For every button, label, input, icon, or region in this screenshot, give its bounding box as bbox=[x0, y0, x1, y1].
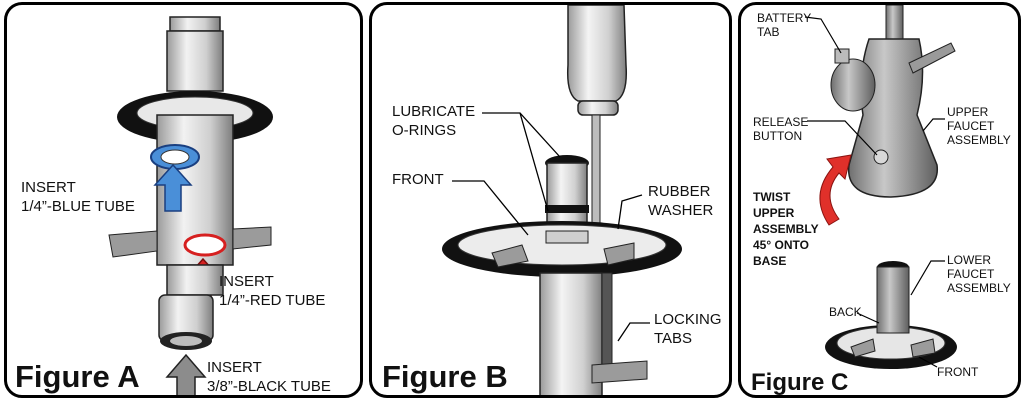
figure-b-title: Figure B bbox=[382, 359, 508, 394]
battery-leader bbox=[804, 16, 842, 54]
o-ring-lower bbox=[545, 205, 589, 213]
back-leader bbox=[856, 312, 880, 324]
red-port bbox=[183, 233, 227, 257]
front-label: FRONT bbox=[392, 171, 444, 188]
front-label-c: FRONT bbox=[937, 365, 979, 379]
battery-housing bbox=[830, 58, 876, 112]
bottom-tab bbox=[591, 360, 648, 384]
figure-c-panel: BATTERY TAB RELEASE BUTTON UPPER FAUCET … bbox=[738, 2, 1021, 398]
lower-cartridge bbox=[876, 266, 910, 334]
locking-tabs-label-line1: LOCKING bbox=[654, 311, 722, 328]
lower-tab-right bbox=[910, 338, 936, 358]
right-bracket bbox=[232, 226, 272, 250]
back-label: BACK bbox=[829, 305, 862, 319]
lubricate-leader bbox=[482, 112, 561, 158]
insert-black-label-line1: INSERT bbox=[207, 359, 262, 376]
cartridge-base bbox=[545, 230, 589, 244]
screwdriver-handle bbox=[566, 5, 628, 102]
figure-c-illustration bbox=[804, 5, 957, 369]
battery-tab-label-line1: BATTERY bbox=[757, 11, 812, 25]
lower-assembly-label-line3: ASSEMBLY bbox=[947, 281, 1011, 295]
front-leader bbox=[452, 180, 529, 236]
release-button-label-line2: BUTTON bbox=[753, 129, 803, 143]
figure-a-title: Figure A bbox=[15, 359, 140, 394]
rubber-washer-label-line2: WASHER bbox=[648, 202, 714, 219]
insert-black-label-line2: 3/8”-BLACK TUBE bbox=[207, 378, 331, 395]
rubber-washer-leader bbox=[617, 194, 643, 230]
twist-arrow-icon bbox=[819, 154, 852, 226]
locking-tabs-label-line2: TABS bbox=[654, 330, 693, 347]
front-leader-c bbox=[918, 356, 938, 368]
insert-blue-label-line1: INSERT bbox=[21, 179, 76, 196]
battery-tab bbox=[834, 48, 850, 64]
upper-assembly-label-line3: ASSEMBLY bbox=[947, 133, 1011, 147]
upper-body bbox=[166, 30, 224, 92]
locking-tab-left bbox=[491, 244, 529, 268]
insert-red-label-line2: 1/4”-RED TUBE bbox=[219, 292, 326, 309]
black-arrow-icon bbox=[165, 353, 207, 395]
top-cap bbox=[169, 16, 221, 32]
lower-assembly-leader bbox=[910, 260, 945, 296]
upper-assembly-label-line2: FAUCET bbox=[947, 119, 995, 133]
lubricate-label-line2: O-RINGS bbox=[392, 122, 457, 139]
lower-assembly-label-line1: LOWER bbox=[947, 253, 992, 267]
release-leader bbox=[807, 120, 878, 156]
figure-a-illustration bbox=[108, 16, 273, 395]
insert-blue-label-line2: 1/4”-BLUE TUBE bbox=[21, 198, 135, 215]
lower-assembly-label-line2: FAUCET bbox=[947, 267, 995, 281]
twist-label-line1: TWIST bbox=[753, 190, 791, 204]
rubber-washer-label-line1: RUBBER bbox=[648, 183, 711, 200]
black-port-hole bbox=[170, 336, 202, 346]
twist-label-line4: 45° ONTO bbox=[753, 238, 809, 252]
release-button-label-line1: RELEASE bbox=[753, 115, 809, 129]
screwdriver-shaft bbox=[591, 114, 601, 232]
upper-assembly-label-line1: UPPER bbox=[947, 105, 989, 119]
release-button bbox=[873, 149, 889, 165]
screwdriver-collar bbox=[577, 100, 619, 116]
lower-tab-left bbox=[850, 338, 876, 358]
blue-arrow-icon bbox=[153, 163, 193, 212]
upper-assembly-leader bbox=[922, 118, 945, 132]
figure-c-title: Figure C bbox=[751, 369, 849, 396]
blue-port-hole bbox=[160, 149, 190, 165]
figure-b-illustration bbox=[442, 5, 682, 395]
locking-tab-right bbox=[603, 242, 635, 266]
lubricate-leader-2 bbox=[519, 112, 549, 212]
faucet-handle bbox=[908, 42, 956, 74]
locking-tabs-leader bbox=[617, 322, 650, 342]
battery-tab-label-line2: TAB bbox=[757, 25, 780, 39]
figure-a-panel: INSERT 1/4”-BLUE TUBE INSERT 1/4”-RED TU… bbox=[4, 2, 363, 398]
insert-red-label-line1: INSERT bbox=[219, 273, 274, 290]
left-bracket bbox=[108, 230, 158, 258]
threaded-rod bbox=[601, 272, 613, 374]
twist-label-line5: BASE bbox=[753, 254, 787, 268]
faucet-spout bbox=[885, 5, 904, 40]
figure-b-panel: LUBRICATE O-RINGS FRONT RUBBER WASHER LO… bbox=[369, 2, 732, 398]
lubricate-label-line1: LUBRICATE bbox=[392, 103, 476, 120]
twist-label-line3: ASSEMBLY bbox=[753, 222, 819, 236]
lower-body bbox=[166, 264, 224, 296]
twist-label-line2: UPPER bbox=[753, 206, 795, 220]
